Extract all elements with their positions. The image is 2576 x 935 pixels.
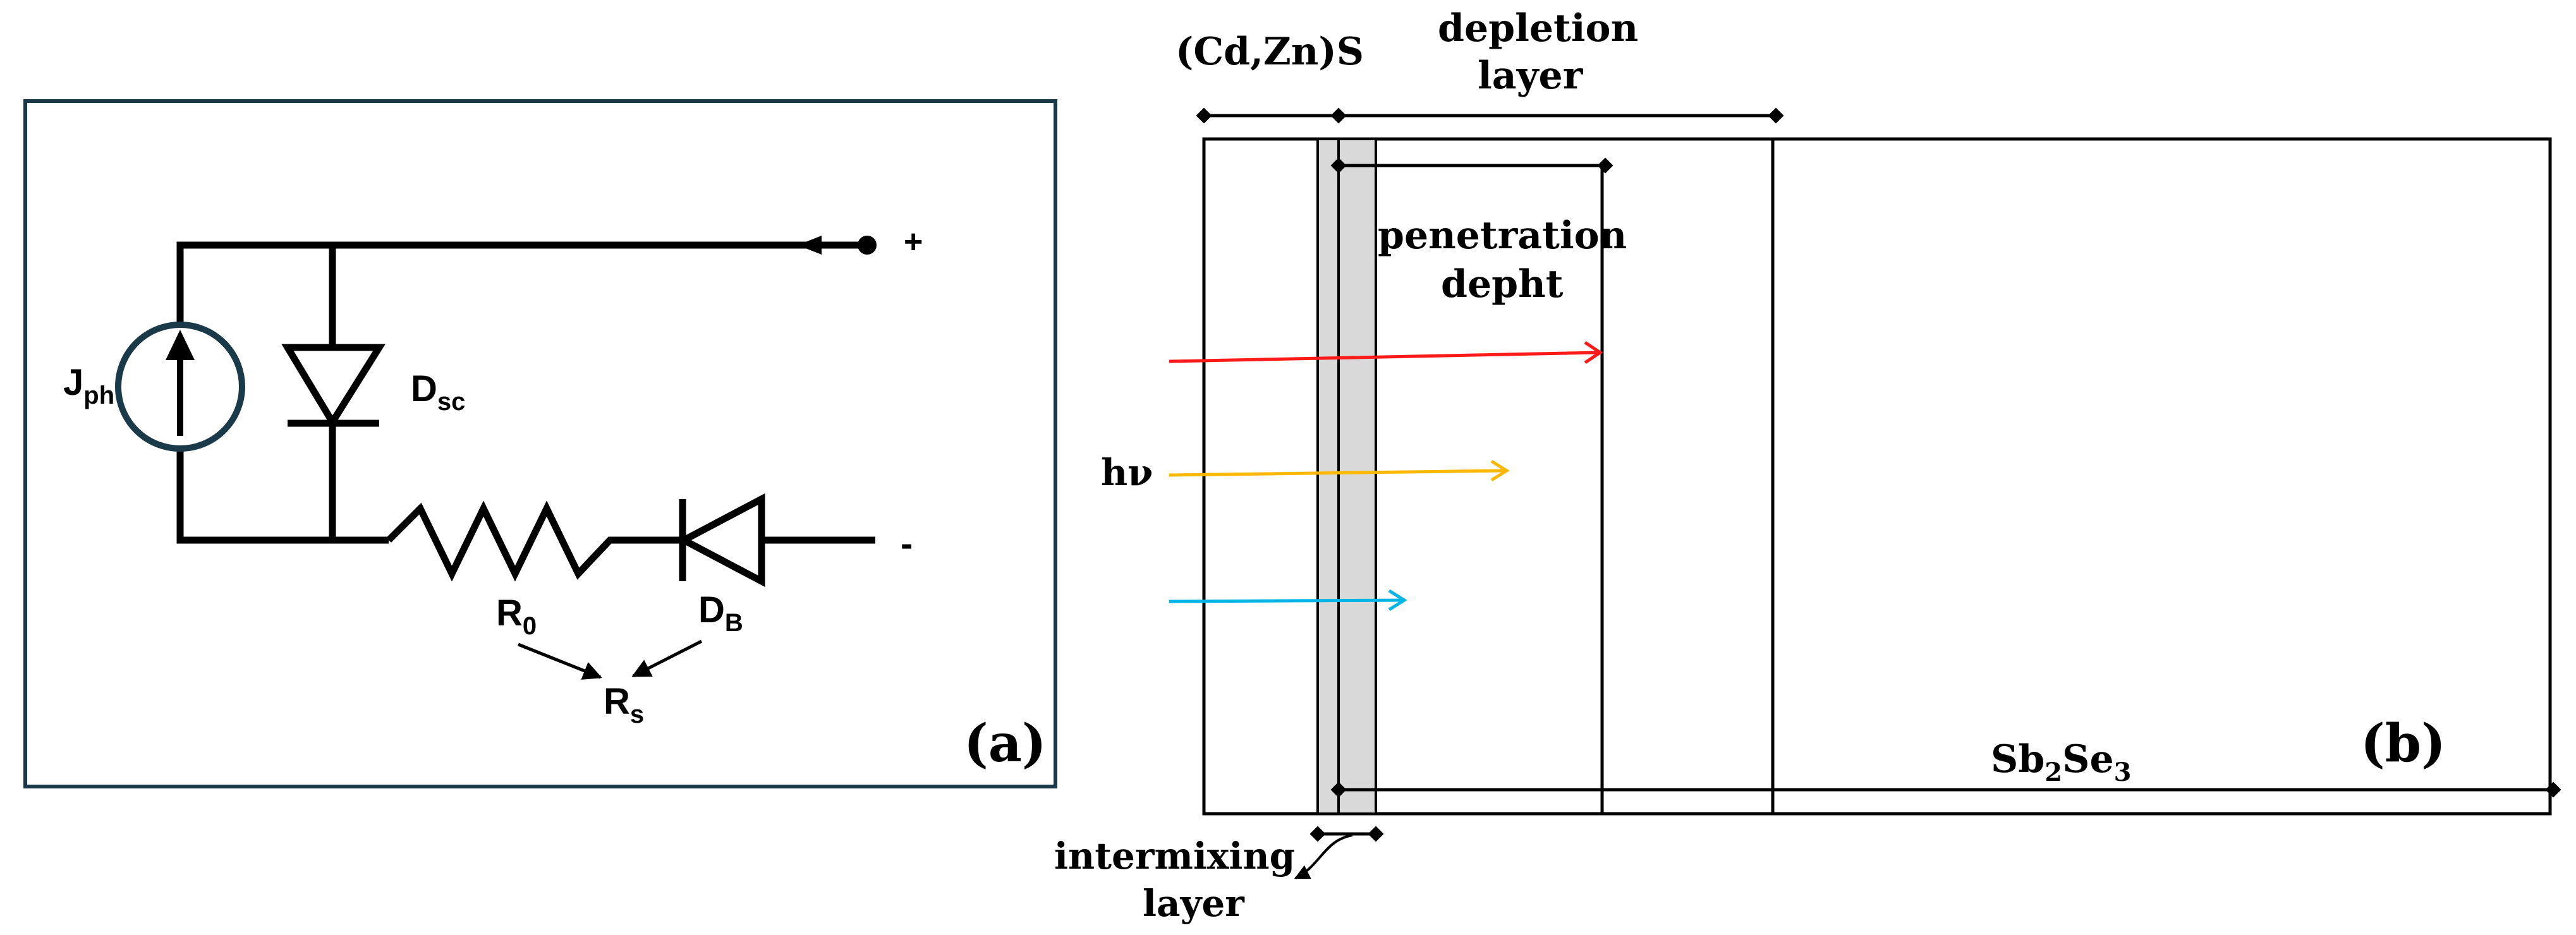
terminal-arrow [798,236,822,255]
plus-terminal-node [858,236,877,255]
penetration-label-line2: depht [1441,262,1564,306]
absorber-sub1: 2 [2044,757,2062,787]
source-sub: ph [83,382,114,409]
source-label: Jph [63,362,114,409]
resistor-label: R0 [496,593,537,640]
blue-ray [1169,598,1402,603]
panel-b-tag: (b) [2360,713,2446,774]
panel-b-structure: (Cd,Zn)S depletion layer penetration dep… [1054,6,2561,925]
yellow-ray [1169,469,1505,477]
resistor-r0 [386,500,683,582]
diode-b-label: DB [698,589,743,637]
plus-terminal-label: + [904,224,923,260]
series-label: Rs [604,681,644,728]
panel-a-tag: (a) [964,713,1047,774]
intermix-label-line1: intermixing [1054,835,1295,878]
intermix-pointer [1294,834,1353,879]
light-label: hν [1101,451,1153,494]
blue-ray-head [1388,589,1407,612]
current-source-arrowhead [166,330,195,360]
diode-b-sub: B [725,609,743,637]
series-sub: s [630,701,644,728]
penetration-label-line1: penetration [1378,214,1627,258]
diode-sc-sub: sc [437,388,466,416]
window-layer-label: (Cd,Zn)S [1176,30,1364,74]
diode-sc-label: Dsc [411,368,465,416]
db-to-rs-arrow [631,639,703,678]
absorber-label: Sb2Se3 [1991,737,2132,787]
resistor-sub: 0 [523,612,537,640]
depletion-label-line1: depletion [1438,6,1638,51]
yellow-ray-head [1490,459,1510,482]
red-ray-head [1584,341,1603,365]
intermix-label-line2: layer [1143,882,1245,925]
minus-terminal-label: - [901,523,913,564]
absorber-sub2: 3 [2114,757,2132,787]
red-ray [1169,351,1600,363]
device-outline [1202,137,2552,816]
depletion-label-line2: layer [1478,54,1584,98]
diode-sc [281,344,386,429]
panel-a-circuit: + Jph Dsc - R0 DB Rs (a) [23,99,1057,788]
intermix-band [1316,138,1377,815]
r0-to-rs-arrow [518,642,602,680]
